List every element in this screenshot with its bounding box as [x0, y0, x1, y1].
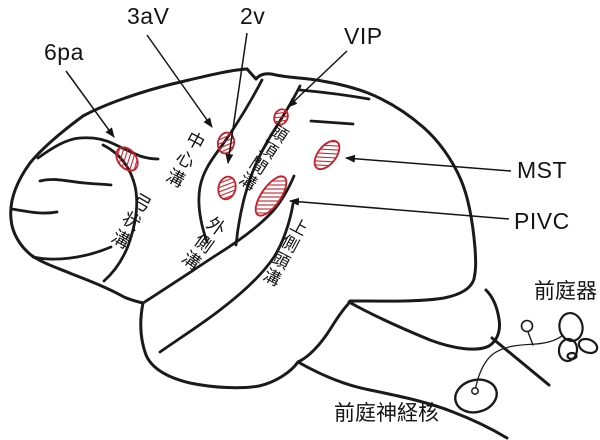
brainstem-outline-right [490, 336, 551, 387]
frontal-sulcus-line-2 [10, 207, 59, 215]
label-mst: MST [517, 157, 568, 183]
area-2v-ellipse [217, 175, 237, 201]
cerebrum-outline-front [9, 67, 300, 390]
ganglion-circle [520, 319, 534, 333]
nerve-origin-dot [471, 387, 479, 395]
ganglion-stem [527, 331, 534, 346]
label-2v: 2v [240, 3, 266, 29]
cerebellum-outline-left [296, 299, 353, 364]
frontal-sulcus-line-3 [31, 245, 113, 261]
label-vip: VIP [344, 23, 383, 49]
label-vestibular-nuclei: 前庭神経核 [334, 402, 439, 425]
lunate-branch [309, 119, 355, 126]
label-pivc: PIVC [514, 208, 570, 234]
arrow-6pa [65, 70, 115, 138]
label-vestibular-organ: 前庭器 [534, 280, 597, 303]
intraparietal-sulcus-line [234, 84, 302, 247]
area-mst-ellipse [313, 139, 341, 171]
central-sulcus-line [197, 78, 264, 244]
lateral-sulcus-line [141, 174, 296, 305]
label-6pa: 6pa [44, 39, 84, 65]
area-vip-ellipse [273, 108, 289, 126]
arrow-3av [146, 34, 213, 128]
arrow-mst [345, 154, 512, 172]
cerebrum-outline-dorsal [245, 67, 478, 303]
frontal-sulcus-line-1 [38, 178, 113, 187]
area-pivc-ellipse [254, 175, 288, 217]
arrow-2v [225, 32, 248, 164]
vestibular-organ-icon [557, 311, 599, 363]
parietooccipital-branch [298, 88, 371, 101]
arrow-vip [287, 50, 348, 108]
vestibular-nuclei-ellipse [454, 378, 498, 414]
arcuate-sulcus-upper-limb [36, 136, 160, 161]
label-3av: 3aV [127, 3, 170, 29]
superior-temporal-sulcus-line [158, 202, 295, 354]
vestibular-nerve-path [474, 334, 564, 392]
brainstem-outline-bottom [296, 360, 509, 440]
area-6pa-ellipse [115, 146, 139, 172]
arrow-pivc [289, 197, 510, 220]
cerebellum-outline-body [347, 288, 501, 351]
